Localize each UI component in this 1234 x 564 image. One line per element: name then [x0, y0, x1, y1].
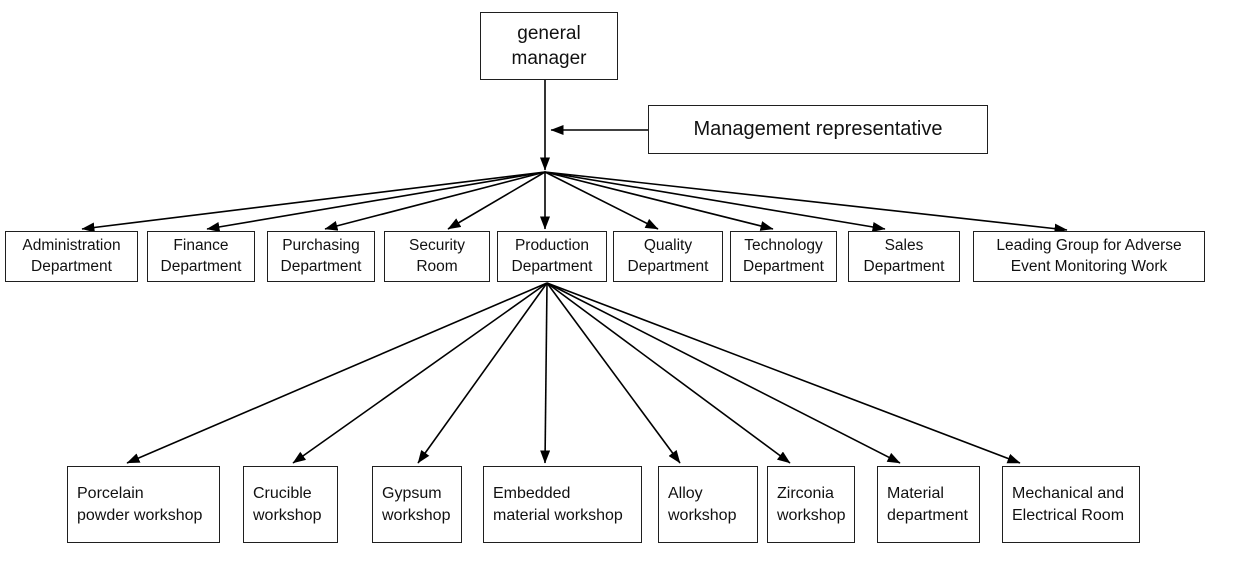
node-security-room: Security Room	[384, 231, 490, 282]
node-finance-department: Finance Department	[147, 231, 255, 282]
node-management-representative: Management representative	[648, 105, 988, 154]
node-adverse-event-group: Leading Group for Adverse Event Monitori…	[973, 231, 1205, 282]
connector-hub-administration	[81, 171, 546, 233]
node-material-department: Material department	[877, 466, 980, 543]
node-production-department: Production Department	[497, 231, 607, 282]
connector-production-gypsum	[417, 282, 548, 464]
node-label: Production Department	[511, 237, 593, 275]
connector-hub-purchasing	[324, 171, 546, 231]
node-alloy-workshop: Alloy workshop	[658, 466, 758, 543]
node-label: Crucible workshop	[253, 485, 322, 524]
node-label: Sales Department	[863, 237, 945, 275]
node-label: general manager	[511, 22, 587, 69]
connector-production-zirconia	[546, 282, 791, 464]
node-technology-department: Technology Department	[730, 231, 837, 282]
node-label: Finance Department	[160, 237, 242, 275]
node-quality-department: Quality Department	[613, 231, 723, 282]
node-label: Administration Department	[22, 237, 121, 275]
node-label: Security Room	[409, 237, 465, 275]
connector-production-mechanical	[546, 282, 1021, 464]
node-zirconia-workshop: Zirconia workshop	[767, 466, 855, 543]
connector-hub-security	[447, 171, 546, 230]
node-label: Material department	[887, 485, 968, 524]
connector-hub-technology	[544, 171, 774, 231]
node-label: Technology Department	[743, 237, 824, 275]
node-sales-department: Sales Department	[848, 231, 960, 282]
connector-production-crucible	[292, 282, 548, 464]
connector-hub-sales	[544, 171, 886, 232]
node-label: Leading Group for Adverse Event Monitori…	[996, 237, 1182, 275]
connector-production-embedded	[540, 282, 551, 464]
node-general-manager: general manager	[480, 12, 618, 80]
node-label: Zirconia workshop	[777, 485, 846, 524]
connector-production-alloy	[546, 282, 681, 464]
connector-production-material	[546, 282, 901, 464]
node-crucible-workshop: Crucible workshop	[243, 466, 338, 543]
connector-hub-finance	[206, 171, 546, 232]
connector-hub-adverse-group	[544, 171, 1068, 234]
node-label: Gypsum workshop	[382, 485, 451, 524]
connector-hub-quality	[544, 171, 659, 230]
node-purchasing-department: Purchasing Department	[267, 231, 375, 282]
node-gypsum-workshop: Gypsum workshop	[372, 466, 462, 543]
node-label: Mechanical and Electrical Room	[1012, 485, 1125, 524]
node-label: Embedded material workshop	[493, 485, 623, 524]
node-label: Alloy workshop	[668, 485, 737, 524]
connector-production-porcelain	[126, 282, 548, 464]
node-mechanical-electrical-room: Mechanical and Electrical Room	[1002, 466, 1140, 543]
node-administration-department: Administration Department	[5, 231, 138, 282]
node-label: Porcelain powder workshop	[77, 485, 203, 524]
node-porcelain-powder-workshop: Porcelain powder workshop	[67, 466, 220, 543]
node-embedded-material-workshop: Embedded material workshop	[483, 466, 642, 543]
node-label: Management representative	[693, 118, 943, 141]
node-label: Quality Department	[627, 237, 709, 275]
node-label: Purchasing Department	[280, 237, 362, 275]
